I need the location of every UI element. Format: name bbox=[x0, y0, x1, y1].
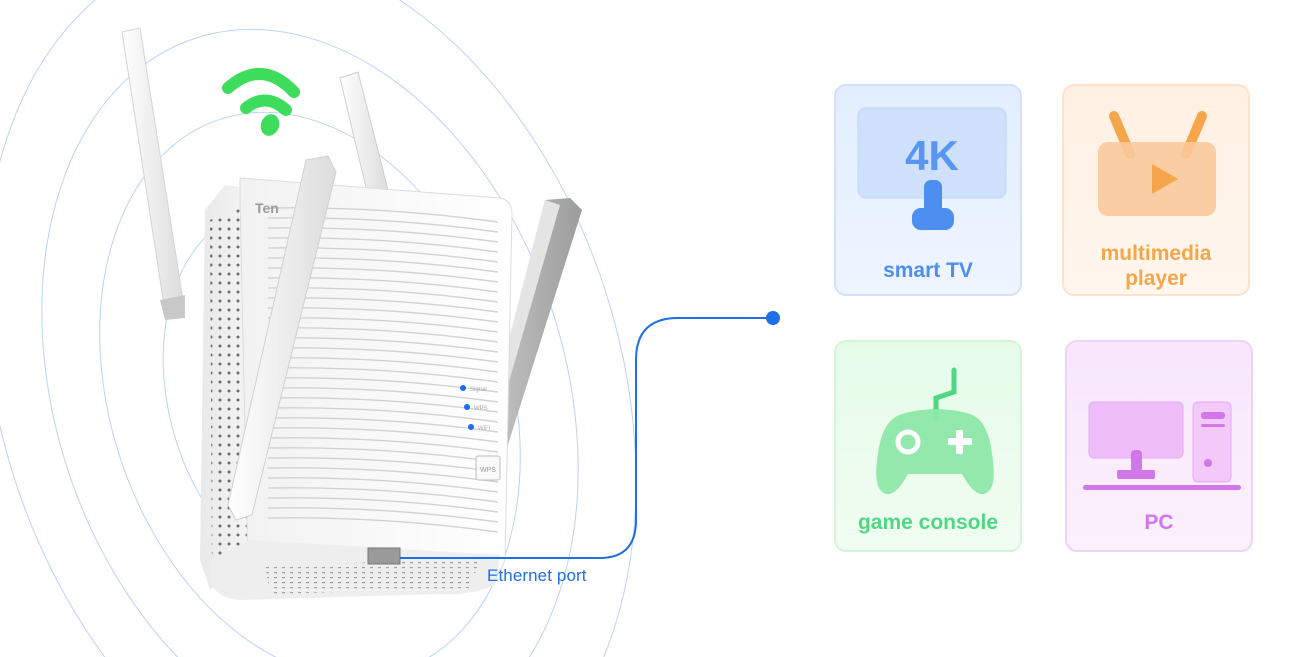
tv-4k-icon: 4K bbox=[857, 107, 1007, 230]
device-card-game-console: game console bbox=[834, 340, 1022, 552]
card-label: game console bbox=[857, 511, 999, 534]
range-extender-device: Ten Signal WPS WiFi WPS bbox=[121, 27, 582, 600]
connector-endpoint-dot bbox=[766, 311, 780, 325]
svg-text:WPS: WPS bbox=[480, 467, 496, 474]
card-label: smart TV bbox=[883, 259, 973, 282]
svg-text:4K: 4K bbox=[905, 132, 959, 179]
status-leds: Signal WPS WiFi bbox=[460, 385, 490, 432]
ethernet-port-socket bbox=[367, 547, 401, 565]
device-card-smart-tv: 4K smart TV bbox=[834, 84, 1022, 296]
card-label-line2: player bbox=[1125, 267, 1187, 290]
svg-text:Signal: Signal bbox=[470, 387, 487, 393]
svg-text:WiFi: WiFi bbox=[478, 426, 490, 432]
device-card-pc: PC bbox=[1065, 340, 1253, 552]
card-label: PC bbox=[1144, 511, 1174, 534]
svg-text:WPS: WPS bbox=[474, 406, 488, 412]
media-player-icon bbox=[1098, 111, 1216, 216]
wifi-icon bbox=[222, 68, 300, 116]
card-label: multimedia player bbox=[1064, 241, 1248, 291]
card-label-line1: multimedia bbox=[1100, 242, 1212, 265]
gamepad-icon bbox=[876, 367, 994, 495]
wps-button: WPS bbox=[475, 455, 501, 481]
desktop-pc-icon bbox=[1083, 401, 1241, 490]
device-card-multimedia-player: multimedia player bbox=[1062, 84, 1250, 296]
brand-label: Ten bbox=[255, 200, 279, 216]
ethernet-port-label: Ethernet port bbox=[487, 566, 587, 585]
